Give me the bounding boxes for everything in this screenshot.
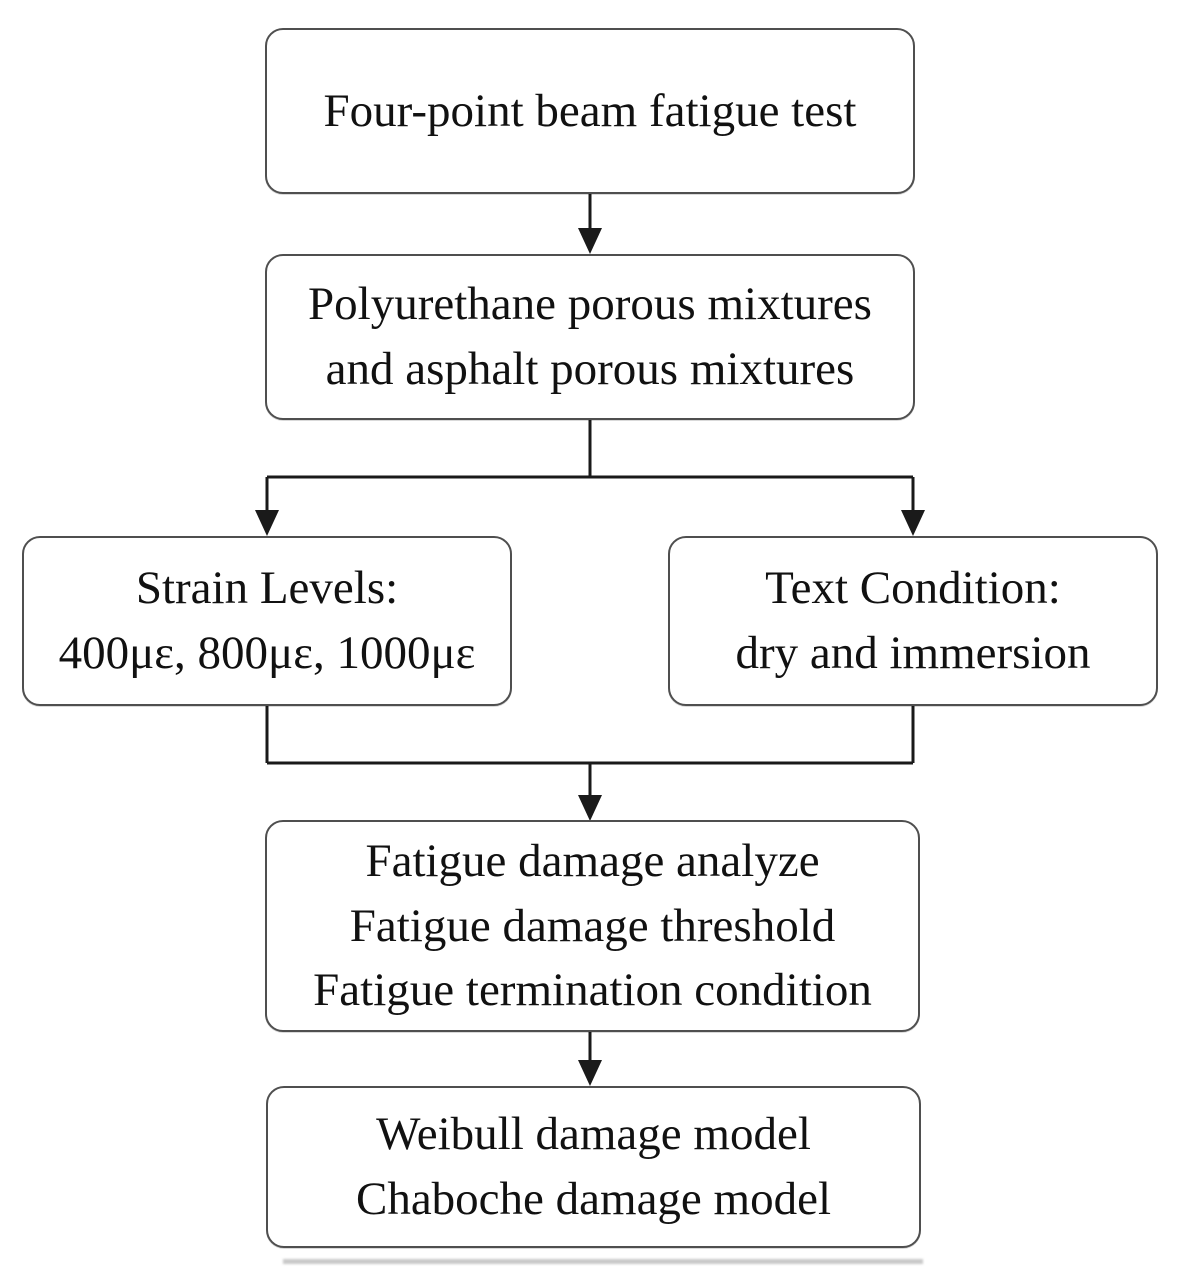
arrowhead-to-damage-models xyxy=(578,1060,602,1086)
node-text-line: and asphalt porous mixtures xyxy=(325,343,855,395)
arrowhead-to-text-condition xyxy=(901,510,925,536)
node-text-line: Fatigue damage analyze xyxy=(365,834,820,887)
node-text-line: 400με, 800με, 1000με xyxy=(58,627,476,679)
node-text-line: Weibull damage model xyxy=(376,1108,811,1161)
node-text-line: dry and immersion xyxy=(735,627,1091,679)
node-text-line: Four-point beam fatigue test xyxy=(323,84,857,137)
flow-node-fatigue-analysis: Fatigue damage analyze Fatigue damage th… xyxy=(265,820,920,1032)
node-text-line: Chaboche damage model xyxy=(355,1173,832,1225)
node-text-line: Fatigue termination condition xyxy=(313,964,872,1017)
flow-node-damage-models: Weibull damage model Chaboche damage mod… xyxy=(266,1086,921,1248)
flow-node-strain-levels: Strain Levels: 400με, 800με, 1000με xyxy=(22,536,512,706)
flow-node-four-point-test: Four-point beam fatigue test xyxy=(265,28,915,194)
node-text-line: Polyurethane porous mixtures xyxy=(308,278,872,331)
arrowhead-to-strain-levels xyxy=(255,510,279,536)
cropped-caption-line xyxy=(283,1259,923,1264)
arrowhead-to-fatigue-analysis xyxy=(578,795,602,821)
node-text-line: Fatigue damage threshold xyxy=(349,899,836,952)
arrowhead-to-mixtures xyxy=(578,228,602,254)
flow-node-text-condition: Text Condition: dry and immersion xyxy=(668,536,1158,706)
flow-node-mixtures: Polyurethane porous mixtures and asphalt… xyxy=(265,254,915,420)
node-text-line: Strain Levels: xyxy=(135,562,399,615)
node-text-line: Text Condition: xyxy=(765,562,1061,615)
